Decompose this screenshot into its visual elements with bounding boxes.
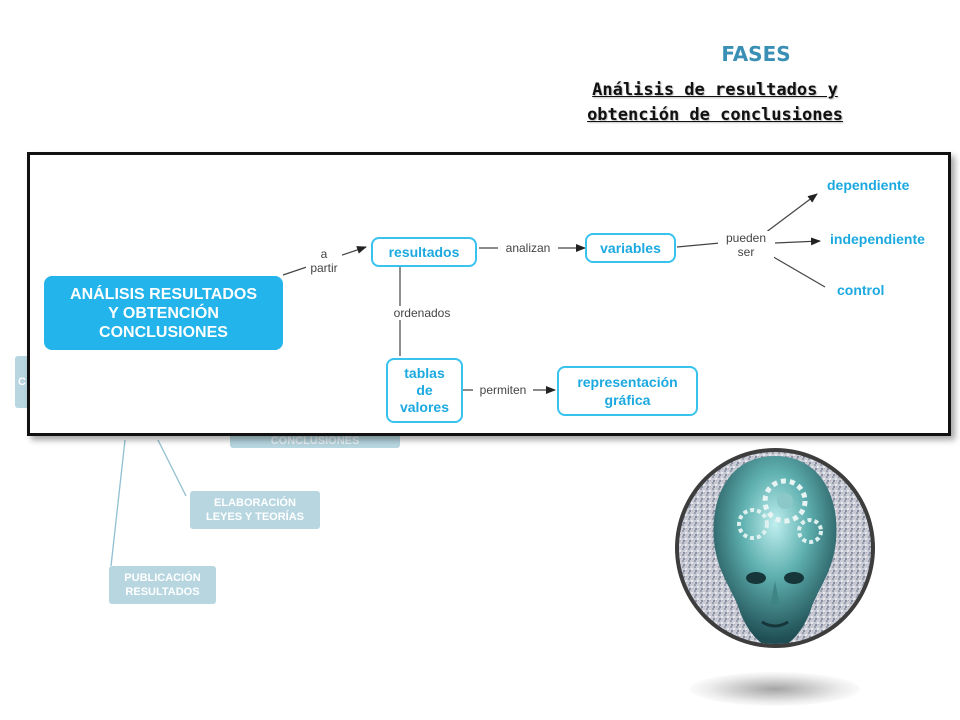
resultados-label: resultados bbox=[388, 244, 460, 260]
connector-to-independiente bbox=[774, 237, 821, 246]
dependiente-node: dependiente bbox=[827, 177, 910, 193]
bg-connector-elaboracion bbox=[157, 439, 187, 497]
link-a-partir-line1: a bbox=[320, 247, 328, 261]
link-permiten: permiten bbox=[473, 383, 533, 397]
representacion-line2: gráfica bbox=[604, 392, 651, 408]
control-node: control bbox=[837, 282, 885, 298]
main-concept-node: ANÁLISIS RESULTADOS Y OBTENCIÓN CONCLUSI… bbox=[44, 276, 283, 350]
bg-node-elaboracion: ELABORACIÓN LEYES Y TEORÍAS bbox=[190, 491, 320, 529]
link-pueden-ser-line1: pueden bbox=[725, 231, 767, 245]
link-pueden-ser: pueden ser bbox=[718, 231, 774, 259]
variables-label: variables bbox=[600, 240, 661, 256]
bg-connector-publicacion bbox=[110, 439, 126, 567]
link-a-partir: a partir bbox=[306, 247, 342, 275]
main-concept-line3: CONCLUSIONES bbox=[99, 323, 228, 341]
tablas-line2: de bbox=[416, 382, 433, 398]
link-ordenados: ordenados bbox=[386, 306, 458, 320]
main-concept-line1: ANÁLISIS RESULTADOS bbox=[70, 285, 257, 303]
subtitle-line-2: obtención de conclusiones bbox=[587, 105, 843, 125]
concept-map-frame: ANÁLISIS RESULTADOS Y OBTENCIÓN CONCLUSI… bbox=[27, 152, 951, 436]
bg-node-elaboracion-line2: LEYES Y TEORÍAS bbox=[205, 511, 304, 523]
tablas-line1: tablas bbox=[404, 365, 445, 381]
tablas-node: tablas de valores bbox=[386, 358, 463, 423]
bg-node-publicacion-line1: PUBLICACIÓN bbox=[124, 572, 201, 584]
link-analizan: analizan bbox=[498, 241, 558, 255]
representacion-line1: representación bbox=[577, 374, 678, 390]
bg-node-publicacion: PUBLICACIÓN RESULTADOS bbox=[109, 566, 216, 604]
connector-to-control bbox=[769, 254, 826, 288]
tablas-line3: valores bbox=[399, 399, 450, 415]
mechanical-brain-head-icon bbox=[675, 448, 875, 648]
bg-node-conclusiones-label: CONCLUSIONES bbox=[270, 435, 360, 447]
independiente-node: independiente bbox=[830, 231, 925, 247]
link-pueden-ser-line2: ser bbox=[737, 245, 755, 259]
bg-node-partial-label: C bbox=[18, 376, 26, 388]
phases-heading: FASES bbox=[721, 42, 791, 66]
bg-node-partial: C bbox=[15, 356, 29, 408]
bg-node-elaboracion-line1: ELABORACIÓN bbox=[214, 497, 296, 509]
main-concept-line2: Y OBTENCIÓN bbox=[108, 304, 219, 322]
variables-node: variables bbox=[585, 233, 676, 263]
representacion-node: representación gráfica bbox=[557, 366, 698, 416]
resultados-node: resultados bbox=[371, 237, 477, 267]
bg-node-publicacion-line2: RESULTADOS bbox=[125, 586, 200, 598]
link-a-partir-line2: partir bbox=[310, 261, 338, 275]
connector-variables-pueden bbox=[676, 242, 721, 248]
slide-subtitle: Análisis de resultados y obtención de co… bbox=[520, 78, 910, 128]
connector-to-dependiente bbox=[764, 193, 818, 234]
head-image-shadow bbox=[690, 672, 860, 706]
subtitle-line-1: Análisis de resultados y bbox=[592, 80, 838, 100]
